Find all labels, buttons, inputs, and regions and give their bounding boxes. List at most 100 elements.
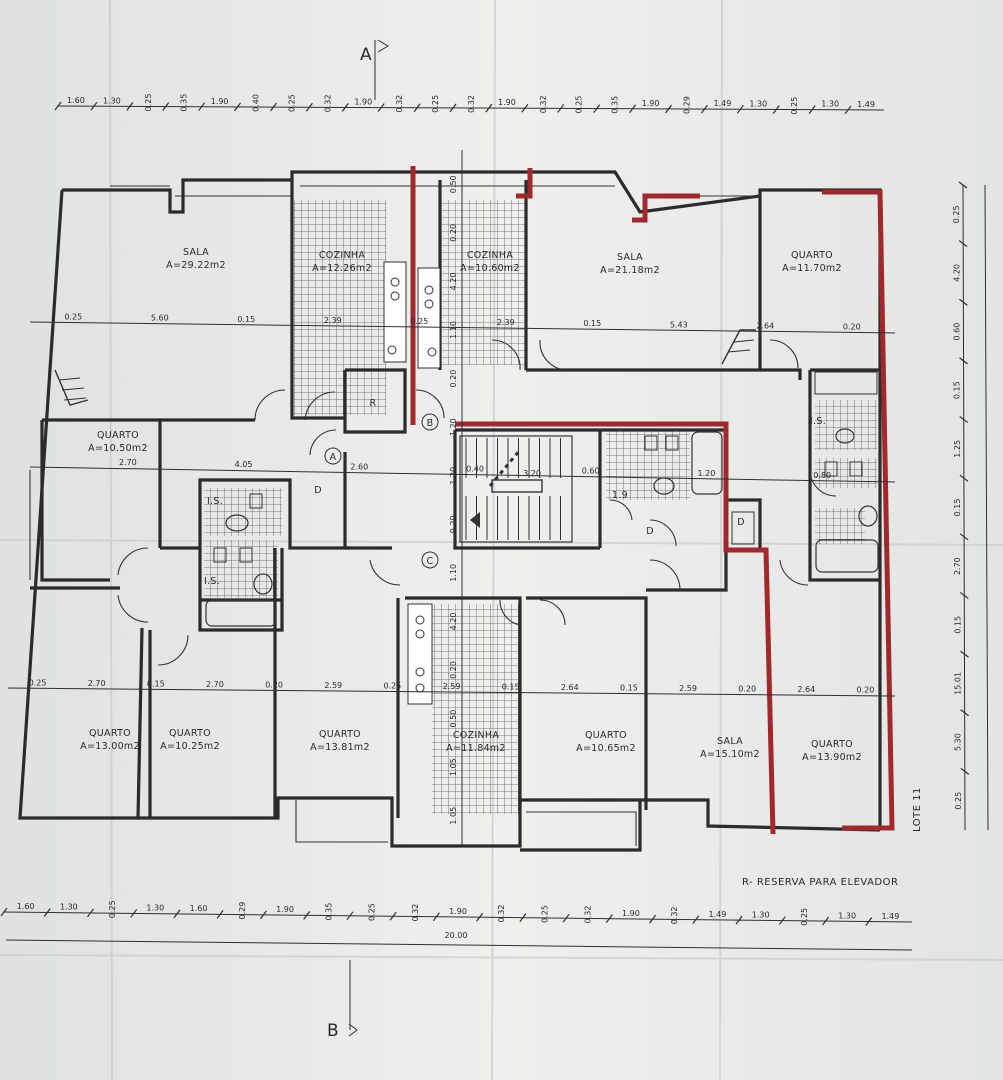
dims-top-label: 1.30	[103, 96, 121, 105]
svg-text:SALA: SALA	[617, 252, 643, 263]
dimension-tick	[629, 104, 637, 114]
dims-mid-upper-label: 0.15	[237, 315, 255, 324]
dims-bottom-label: 1.30	[60, 903, 78, 912]
svg-text:A=13.00m2: A=13.00m2	[80, 741, 140, 752]
reserve-note: R- RESERVA PARA ELEVADOR	[742, 877, 898, 888]
dimension-tick	[772, 105, 780, 114]
room-quarto-sw1: QUARTO A=13.00m2	[80, 728, 140, 752]
dims-mid-lower-label: 0.15	[502, 683, 520, 692]
dimension-tick	[822, 916, 830, 926]
dimension-tick	[960, 650, 969, 658]
svg-text:A=10.60m2: A=10.60m2	[460, 263, 520, 274]
dims-bottom-label: 0.32	[411, 904, 420, 922]
dims-vertical-center-label: 0.20	[449, 224, 458, 242]
dimension-tick	[43, 908, 51, 917]
dims-top-label: 0.25	[431, 95, 440, 113]
dims-mid-lower-label: 0.25	[29, 678, 47, 687]
dimension-tick	[959, 474, 969, 482]
dims-right-label: 0.25	[954, 792, 963, 810]
dims-bottom-label: 0.32	[670, 906, 679, 924]
dims-vertical-center-label: 0.50	[449, 710, 458, 728]
fixtures	[54, 261, 879, 705]
svg-text:COZINHA: COZINHA	[319, 250, 365, 261]
dims-bottom-label: 0.25	[540, 905, 549, 923]
dimension-tick	[519, 913, 527, 923]
dims-top-label: 1.90	[354, 97, 372, 106]
dims-vertical-center-label: 4.20	[449, 613, 458, 631]
dims-mid-upper-label: 0.25	[410, 317, 428, 326]
dims-right-label: 0.15	[953, 499, 962, 517]
dimension-chain-right: 0.254.200.600.151.250.152.700.1515.015.3…	[952, 181, 989, 831]
dims-mid-upper-label: 0.15	[583, 319, 601, 328]
room-cozinha-n1: COZINHA A=12.26m2	[312, 250, 371, 274]
dims-mid-center-label: 1.20	[698, 469, 716, 478]
dims-right-label: 15.01	[954, 672, 963, 695]
dims-right-label: 0.15	[953, 381, 962, 399]
tag-d-2: D	[646, 526, 654, 537]
stair	[459, 435, 573, 543]
dims-right-label: 0.15	[953, 616, 962, 634]
dims-mid-center-label: 4.05	[235, 460, 253, 469]
dimension-tick	[958, 181, 968, 189]
dims-mid-lower-label: 2.59	[324, 681, 342, 690]
dims-top-label: 0.25	[790, 97, 799, 115]
svg-text:QUARTO: QUARTO	[791, 250, 833, 261]
dims-top-label: 1.90	[642, 99, 660, 108]
dimension-tick	[865, 917, 873, 926]
dims-bottom-label: 1.30	[752, 910, 770, 919]
dims-top-label: 0.35	[180, 94, 189, 112]
dimension-tick	[844, 105, 852, 115]
dims-top-label: 1.90	[498, 98, 516, 107]
dimension-tick	[692, 915, 700, 924]
tiled-areas	[204, 200, 877, 814]
dims-right-label: 0.25	[952, 205, 961, 223]
party-walls	[410, 166, 895, 835]
dims-vertical-center-label: 0.20	[449, 661, 458, 679]
door-swings	[117, 339, 837, 666]
room-quarto-s2: QUARTO A=10.65m2	[576, 730, 635, 754]
dimension-tick	[521, 103, 529, 113]
svg-text:A=21.18m2: A=21.18m2	[600, 265, 660, 276]
dimension-tick	[173, 909, 181, 919]
dims-vertical-center-label: 0.20	[449, 515, 458, 533]
lot-label: LOTE 11	[912, 787, 923, 832]
tag-c: C	[427, 556, 434, 567]
dims-mid-center-label: 2.60	[350, 462, 368, 471]
dimension-tick	[960, 709, 969, 717]
dims-mid-upper-label: 5.60	[151, 314, 169, 323]
tag-d-1: D	[314, 485, 322, 496]
dims-mid-lower-label: 2.70	[88, 679, 106, 688]
dims-bottom-label: 1.90	[276, 905, 294, 914]
room-cozinha-s: COZINHA A=11.84m2	[446, 730, 505, 754]
dimension-tick	[234, 102, 242, 112]
room-quarto-se: QUARTO A=13.90m2	[802, 739, 861, 763]
dims-right-label: 1.25	[953, 440, 962, 458]
svg-text:COZINHA: COZINHA	[467, 250, 513, 261]
dimension-tick	[958, 240, 968, 248]
dimension-tick	[562, 913, 570, 923]
dims-mid-lower-label: 0.20	[738, 685, 756, 694]
dimension-tick	[736, 104, 744, 114]
room-quarto-w: QUARTO A=10.50m2	[88, 430, 147, 454]
dimension-tick	[126, 101, 134, 111]
svg-text:QUARTO: QUARTO	[169, 728, 211, 739]
dims-right-label: 0.60	[952, 323, 961, 341]
dims-vertical-center-label: 1.05	[449, 758, 458, 776]
dimension-tick	[593, 104, 601, 113]
dims-mid-lower-label: 2.59	[679, 684, 697, 693]
dimension-tick	[959, 357, 968, 365]
svg-text:SALA: SALA	[183, 247, 209, 258]
dims-top-label: 0.32	[539, 95, 548, 113]
dimension-tick	[649, 914, 657, 924]
svg-text:QUARTO: QUARTO	[585, 730, 627, 741]
dims-vertical-center-label: 0.20	[449, 370, 458, 388]
dims-vertical-center-label: 1.20	[449, 418, 458, 436]
dimension-tick	[778, 916, 786, 925]
dims-mid-center-label: 0.40	[466, 465, 484, 474]
dims-bottom-label: 0.32	[497, 905, 506, 923]
total-width-label: 20.00	[445, 931, 468, 940]
dimension-tick	[476, 912, 484, 922]
room-cozinha-n2: COZINHA A=10.60m2	[460, 250, 520, 274]
